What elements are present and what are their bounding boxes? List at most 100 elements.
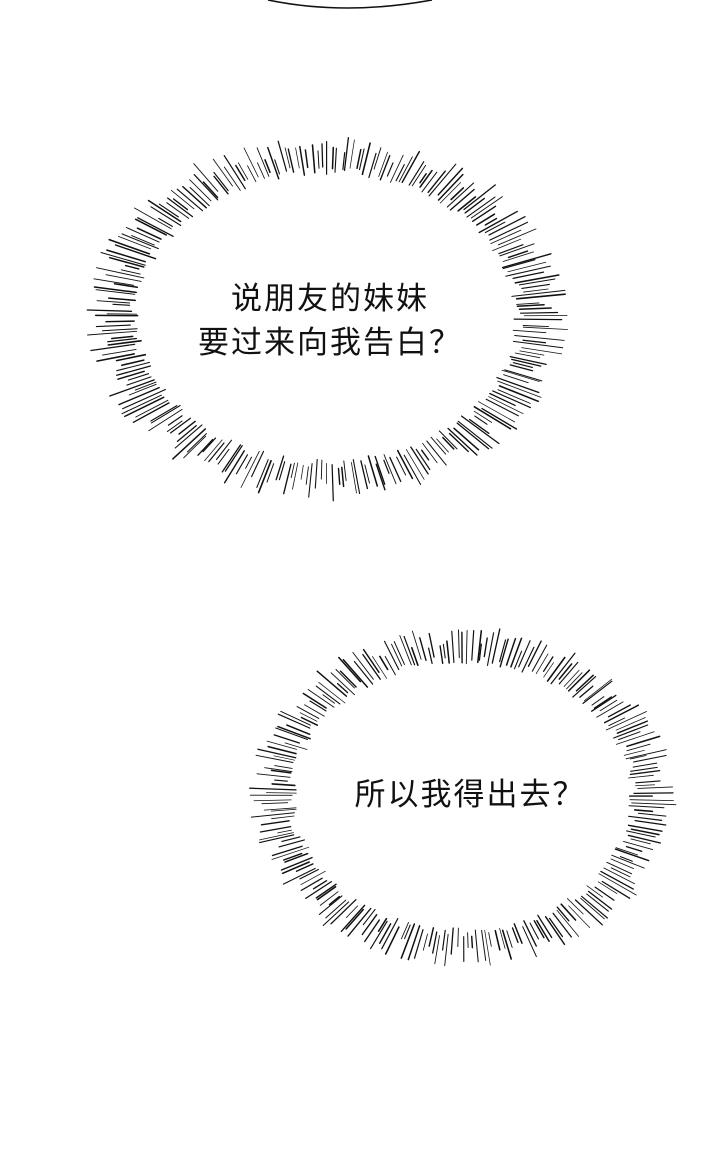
- burst-stroke: [401, 150, 421, 184]
- burst-stroke: [108, 297, 136, 302]
- burst-stroke: [629, 799, 674, 802]
- burst-stroke: [343, 137, 350, 172]
- burst-stroke: [596, 701, 624, 718]
- burst-stroke: [415, 448, 431, 471]
- burst-stroke: [271, 846, 310, 860]
- burst-stroke: [259, 834, 295, 844]
- burst-stroke: [106, 249, 146, 263]
- burst-stroke: [134, 381, 157, 391]
- burst-stroke: [166, 197, 194, 218]
- burst-stroke: [362, 653, 381, 680]
- burst-stroke: [170, 189, 195, 210]
- burst-stroke: [274, 765, 293, 769]
- burst-stroke: [421, 171, 438, 193]
- burst-stroke: [491, 628, 501, 664]
- burst-stroke: [535, 653, 549, 675]
- burst-stroke: [512, 329, 547, 334]
- burst-stroke: [167, 415, 183, 426]
- burst-stroke: [614, 848, 650, 862]
- burst-stroke: [377, 917, 388, 932]
- burst-stroke: [444, 933, 449, 967]
- burst-stroke: [278, 461, 286, 481]
- burst-stroke: [224, 445, 243, 472]
- burst-stroke: [223, 166, 241, 191]
- burst-stroke: [300, 464, 304, 480]
- burst-stroke: [221, 444, 242, 473]
- burst-stroke: [426, 440, 447, 466]
- burst-stroke: [527, 640, 542, 667]
- burst-stroke: [560, 903, 577, 921]
- burst-stroke: [309, 700, 327, 712]
- burst-stroke: [413, 929, 424, 959]
- burst-stroke: [383, 640, 400, 671]
- burst-stroke: [449, 188, 475, 211]
- burst-stroke: [118, 386, 160, 406]
- burst-stroke: [299, 145, 306, 176]
- burst-stroke: [284, 852, 309, 863]
- burst-stroke: [516, 304, 545, 308]
- burst-stroke: [618, 731, 641, 741]
- burst-stroke: [204, 439, 223, 461]
- burst-stroke: [533, 920, 545, 939]
- burst-stroke: [134, 218, 167, 236]
- thought-burst-2: [249, 628, 677, 967]
- burst-stroke: [489, 392, 516, 407]
- burst-stroke: [404, 924, 411, 940]
- burst-stroke: [172, 198, 189, 211]
- burst-stroke: [302, 692, 327, 709]
- burst-stroke: [202, 181, 219, 199]
- burst-stroke: [109, 379, 155, 397]
- burst-stroke: [117, 235, 152, 250]
- burst-stroke: [600, 870, 634, 890]
- burst-stroke: [513, 650, 523, 670]
- burst-stroke: [442, 643, 446, 659]
- burst-stroke: [430, 436, 447, 455]
- burst-stroke: [523, 920, 537, 947]
- burst-stroke: [637, 812, 667, 817]
- burst-stroke: [623, 749, 645, 756]
- burst-stroke: [212, 158, 233, 187]
- burst-stroke: [478, 210, 518, 234]
- burst-stroke: [256, 773, 291, 778]
- burst-stroke: [586, 893, 609, 912]
- burst-stroke: [512, 340, 564, 349]
- burst-stroke: [90, 343, 136, 352]
- burst-stroke: [591, 694, 617, 712]
- burst-stroke: [259, 825, 292, 833]
- burst-stroke: [510, 637, 523, 668]
- burst-stroke: [245, 456, 252, 469]
- burst-stroke: [625, 749, 667, 760]
- burst-stroke: [135, 399, 169, 418]
- burst-stroke: [281, 861, 310, 875]
- burst-stroke: [419, 172, 427, 184]
- burst-stroke: [375, 463, 386, 491]
- burst-stroke: [396, 456, 407, 476]
- burst-stroke: [522, 326, 569, 330]
- burst-stroke: [343, 460, 347, 481]
- burst-stroke: [502, 259, 536, 270]
- burst-stroke: [351, 462, 357, 494]
- burst-stroke: [427, 647, 433, 665]
- burst-stroke: [471, 629, 475, 661]
- burst-stroke: [615, 847, 639, 856]
- burst-stroke: [295, 147, 300, 169]
- burst-stroke: [116, 361, 151, 372]
- burst-stroke: [626, 830, 656, 838]
- burst-stroke: [593, 696, 612, 709]
- burst-stroke: [439, 182, 462, 204]
- burst-stroke: [481, 929, 487, 961]
- burst-stroke: [421, 449, 430, 461]
- burst-stroke: [277, 140, 288, 172]
- burst-stroke: [107, 337, 138, 343]
- burst-stroke: [257, 459, 272, 494]
- burst-stroke: [411, 164, 427, 187]
- burst-stroke: [497, 228, 537, 246]
- burst-stroke: [295, 863, 314, 872]
- burst-stroke: [114, 244, 157, 260]
- burst-stroke: [536, 919, 550, 942]
- burst-stroke: [422, 442, 438, 464]
- burst-stroke: [581, 895, 608, 919]
- burst-stroke: [450, 927, 454, 955]
- burst-stroke: [635, 780, 661, 784]
